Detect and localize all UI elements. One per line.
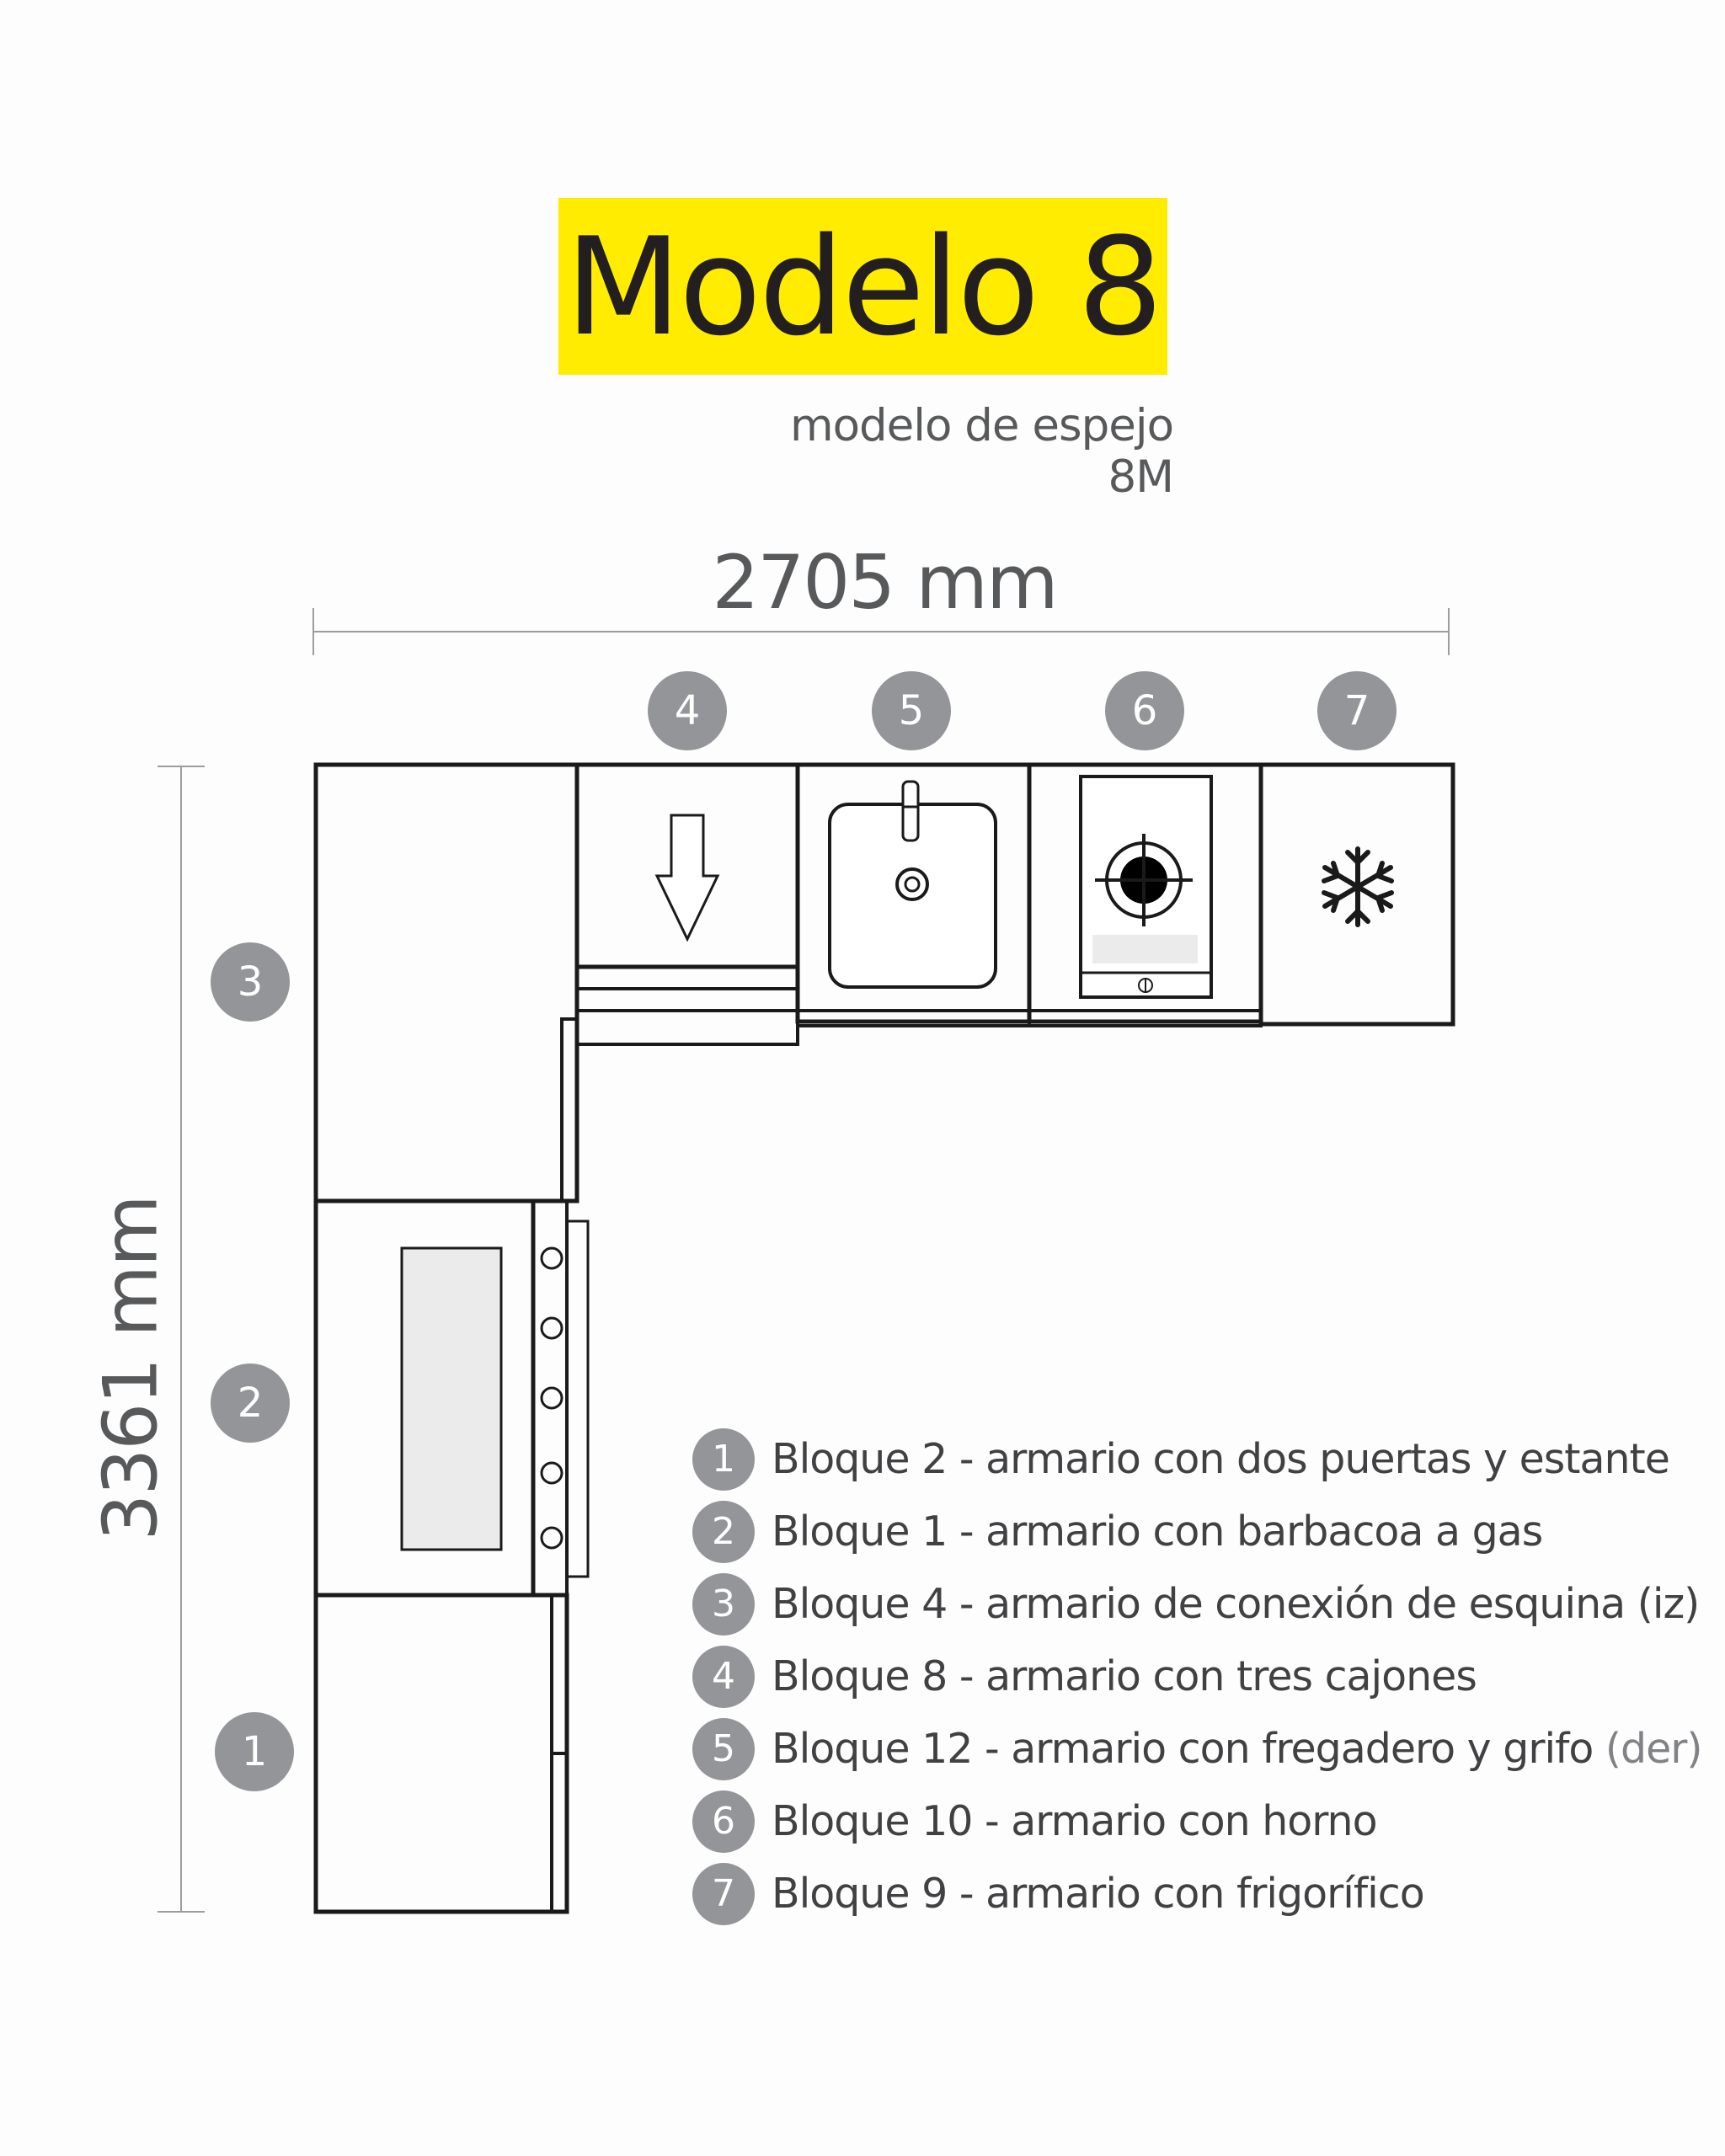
bbq-window (400, 1246, 503, 1551)
legend-label-suffix: (der) (1605, 1725, 1703, 1773)
width-dimension-label: 2705 mm (712, 539, 1058, 626)
legend-text: Bloque 10 - armario con horno (772, 1797, 1378, 1845)
marker-2: 2 (211, 1364, 290, 1443)
legend-number: 5 (692, 1717, 755, 1780)
legend-label: Bloque 4 - armario de conexión de esquin… (772, 1580, 1700, 1628)
snowflake-icon (1322, 846, 1394, 927)
drawer-front (575, 987, 799, 1012)
marker-6: 6 (1105, 671, 1184, 750)
knob-icon (540, 1386, 563, 1410)
legend-number: 2 (692, 1500, 755, 1563)
burner-icon (1079, 775, 1213, 999)
marker-label: 4 (675, 687, 701, 734)
legend-number: 7 (692, 1862, 755, 1925)
legend-text: Bloque 4 - armario de conexión de esquin… (772, 1580, 1700, 1628)
legend-item: 6 Bloque 10 - armario con horno (692, 1785, 1703, 1857)
legend-item: 7 Bloque 9 - armario con frigorífico (692, 1858, 1703, 1929)
legend-label: Bloque 9 - armario con frigorífico (772, 1870, 1425, 1918)
marker-1: 1 (215, 1712, 294, 1791)
title-banner: Modelo 8 (558, 198, 1167, 375)
legend-number: 6 (692, 1790, 755, 1853)
legend-label: Bloque 2 - armario con dos puertas y est… (772, 1435, 1670, 1483)
door-front (550, 1593, 569, 1755)
legend-text: Bloque 8 - armario con tres cajones (772, 1652, 1477, 1700)
fridge-cabinet-block-7 (1258, 762, 1455, 1027)
marker-label: 3 (238, 958, 264, 1006)
marker-label: 1 (242, 1728, 268, 1775)
marker-label: 5 (899, 687, 925, 734)
knob-icon (1138, 978, 1153, 993)
legend-text: Bloque 12 - armario con fregadero y grif… (772, 1725, 1703, 1773)
marker-5: 5 (872, 671, 951, 750)
legend-label: Bloque 10 - armario con horno (772, 1797, 1378, 1845)
two-door-cabinet-block-1 (313, 1593, 569, 1914)
drawer-front (575, 965, 799, 990)
legend-label: Bloque 12 - armario con fregadero y grif… (772, 1725, 1605, 1773)
legend-item: 3 Bloque 4 - armario de conexión de esqu… (692, 1568, 1703, 1640)
legend-text: Bloque 1 - armario con barbacoa a gas (772, 1508, 1543, 1556)
faucet-icon (901, 780, 920, 842)
marker-7: 7 (1317, 671, 1397, 750)
legend-number: 4 (692, 1645, 755, 1708)
legend-item: 1 Bloque 2 - armario con dos puertas y e… (692, 1423, 1703, 1495)
marker-label: 2 (238, 1380, 264, 1427)
door-front (1028, 1009, 1263, 1027)
corner-door-front (560, 1017, 579, 1203)
legend-item: 4 Bloque 8 - armario con tres cajones (692, 1641, 1703, 1712)
legend-label: Bloque 8 - armario con tres cajones (772, 1652, 1477, 1700)
bbq-side-panel (565, 1219, 590, 1578)
corner-cabinet-block-3 (313, 762, 579, 1203)
legend-number: 3 (692, 1572, 755, 1636)
door-front (550, 1752, 569, 1913)
arrow-down-icon (654, 814, 720, 942)
legend-item: 5 Bloque 12 - armario con fregadero y gr… (692, 1713, 1703, 1785)
page-title: Modelo 8 (565, 207, 1163, 366)
legend-text: Bloque 9 - armario con frigorífico (772, 1870, 1425, 1918)
marker-label: 6 (1132, 687, 1158, 734)
legend-label: Bloque 1 - armario con barbacoa a gas (772, 1508, 1543, 1556)
marker-4: 4 (648, 671, 727, 750)
knob-icon (540, 1316, 563, 1340)
knob-icon (540, 1246, 563, 1270)
dimension-lines (158, 608, 1450, 1913)
drawer-front (575, 1009, 799, 1046)
subtitle: modelo de espejo 8M (789, 400, 1174, 503)
marker-3: 3 (211, 942, 290, 1022)
legend-item: 2 Bloque 1 - armario con barbacoa a gas (692, 1496, 1703, 1567)
legend-text: Bloque 2 - armario con dos puertas y est… (772, 1435, 1670, 1483)
legend: 1 Bloque 2 - armario con dos puertas y e… (692, 1423, 1703, 1930)
knob-icon (540, 1526, 563, 1550)
legend-number: 1 (692, 1428, 755, 1491)
knob-icon (540, 1461, 563, 1485)
marker-label: 7 (1344, 687, 1370, 734)
